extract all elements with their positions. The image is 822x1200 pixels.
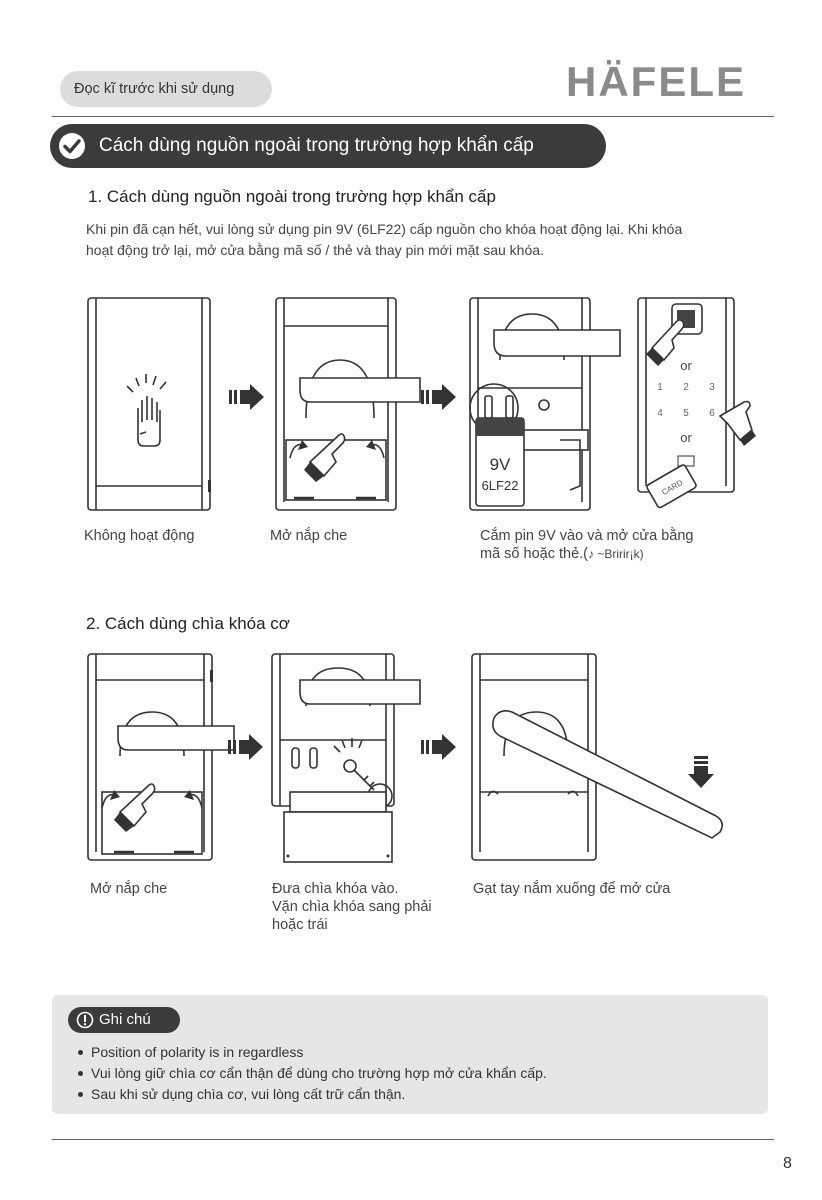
lock-battery-inserted: 9V 6LF22 bbox=[469, 297, 621, 511]
battery-model: 6LF22 bbox=[482, 478, 519, 493]
hand-touch-icon bbox=[126, 374, 167, 447]
arrow-down-icon bbox=[688, 756, 714, 788]
keypad-digit: 5 bbox=[683, 408, 689, 419]
list-item: Position of polarity is in regardless bbox=[76, 1042, 547, 1063]
arrow-right-icon bbox=[421, 384, 456, 410]
lock-open-cover bbox=[87, 653, 235, 861]
brand-text: HÄFELE bbox=[566, 58, 746, 104]
note-label-pill: Ghi chú bbox=[68, 1007, 180, 1033]
bottom-divider bbox=[52, 1139, 774, 1140]
lock-key-insert bbox=[271, 653, 421, 863]
lock-lever-down bbox=[471, 653, 724, 861]
section1-heading: 1. Cách dùng nguồn ngoài trong trường hợ… bbox=[88, 187, 496, 206]
caption-sound: ♪ ~Bririr¡k) bbox=[588, 547, 644, 561]
banner-title: Cách dùng nguồn ngoài trong trường hợp k… bbox=[99, 135, 534, 156]
check-circle-icon bbox=[59, 133, 85, 159]
page-number: 8 bbox=[783, 1155, 792, 1172]
section2-heading: 2. Cách dùng chìa khóa cơ bbox=[86, 614, 290, 633]
caption-lever-down: Gạt tay nắm xuống để mở cửa bbox=[473, 881, 671, 897]
arrow-right-icon bbox=[421, 734, 456, 760]
arrow-right-icon bbox=[229, 384, 264, 410]
list-item: Vui lòng giữ chìa cơ cẩn thận để dùng ch… bbox=[76, 1063, 547, 1084]
arrow-right-icon bbox=[228, 734, 263, 760]
hafele-logo: HÄFELE bbox=[566, 58, 746, 104]
keypad-digit: 1 bbox=[657, 382, 663, 393]
caption-insert-battery-line2: mã số hoặc thẻ.( bbox=[480, 546, 588, 562]
figure-mechanical-key bbox=[87, 653, 724, 863]
caption-insert-key-line1: Đưa chìa khóa vào. bbox=[272, 881, 399, 897]
caption-insert-key-line2: Vặn chìa khóa sang phải bbox=[272, 899, 432, 915]
note-label: Ghi chú bbox=[99, 1011, 151, 1028]
keypad-digit: 2 bbox=[683, 382, 689, 393]
section1-body-line2: hoạt động trở lại, mở cửa bằng mã số / t… bbox=[86, 242, 544, 258]
caption-insert-battery: Cắm pin 9V vào và mở cửa bằng mã số hoặc… bbox=[480, 527, 693, 563]
or-label: or bbox=[680, 358, 692, 373]
caption-open-cover: Mở nắp che bbox=[270, 528, 348, 544]
lock-front-inactive bbox=[87, 297, 211, 511]
keypad-digit: 3 bbox=[709, 382, 715, 393]
caption-inactive: Không hoạt động bbox=[84, 528, 195, 544]
figure-emergency-power: 9V 6LF22 or 1 2 3 4 5 6 or CARD bbox=[87, 297, 756, 511]
keypad-digit: 4 bbox=[657, 408, 663, 419]
caption-insert-battery-line1: Cắm pin 9V vào và mở cửa bằng bbox=[480, 528, 694, 544]
battery-label: 9V bbox=[490, 455, 511, 474]
caption-insert-key: Đưa chìa khóa vào. Vặn chìa khóa sang ph… bbox=[272, 880, 432, 934]
note-list: Position of polarity is in regardless Vu… bbox=[76, 1042, 547, 1105]
top-divider bbox=[52, 116, 774, 117]
keypad-digit: 6 bbox=[709, 408, 715, 419]
header-pill: Đọc kĩ trước khi sử dụng bbox=[60, 71, 272, 107]
caption-insert-key-line3: hoặc trái bbox=[272, 917, 328, 933]
section1-body-line1: Khi pin đã cạn hết, vui lòng sử dụng pin… bbox=[86, 221, 683, 237]
lock-open-cover bbox=[275, 297, 421, 511]
section1-body: Khi pin đã cạn hết, vui lòng sử dụng pin… bbox=[86, 219, 756, 261]
lock-keypad-card: or 1 2 3 4 5 6 or CARD bbox=[637, 297, 756, 509]
or-label: or bbox=[680, 430, 692, 445]
section-banner: Cách dùng nguồn ngoài trong trường hợp k… bbox=[50, 124, 606, 168]
caption-open-cover-2: Mở nắp che bbox=[90, 881, 168, 897]
exclamation-circle-icon bbox=[76, 1011, 94, 1029]
header-pill-label: Đọc kĩ trước khi sử dụng bbox=[74, 81, 235, 97]
list-item: Sau khi sử dụng chìa cơ, vui lòng cất tr… bbox=[76, 1084, 547, 1105]
